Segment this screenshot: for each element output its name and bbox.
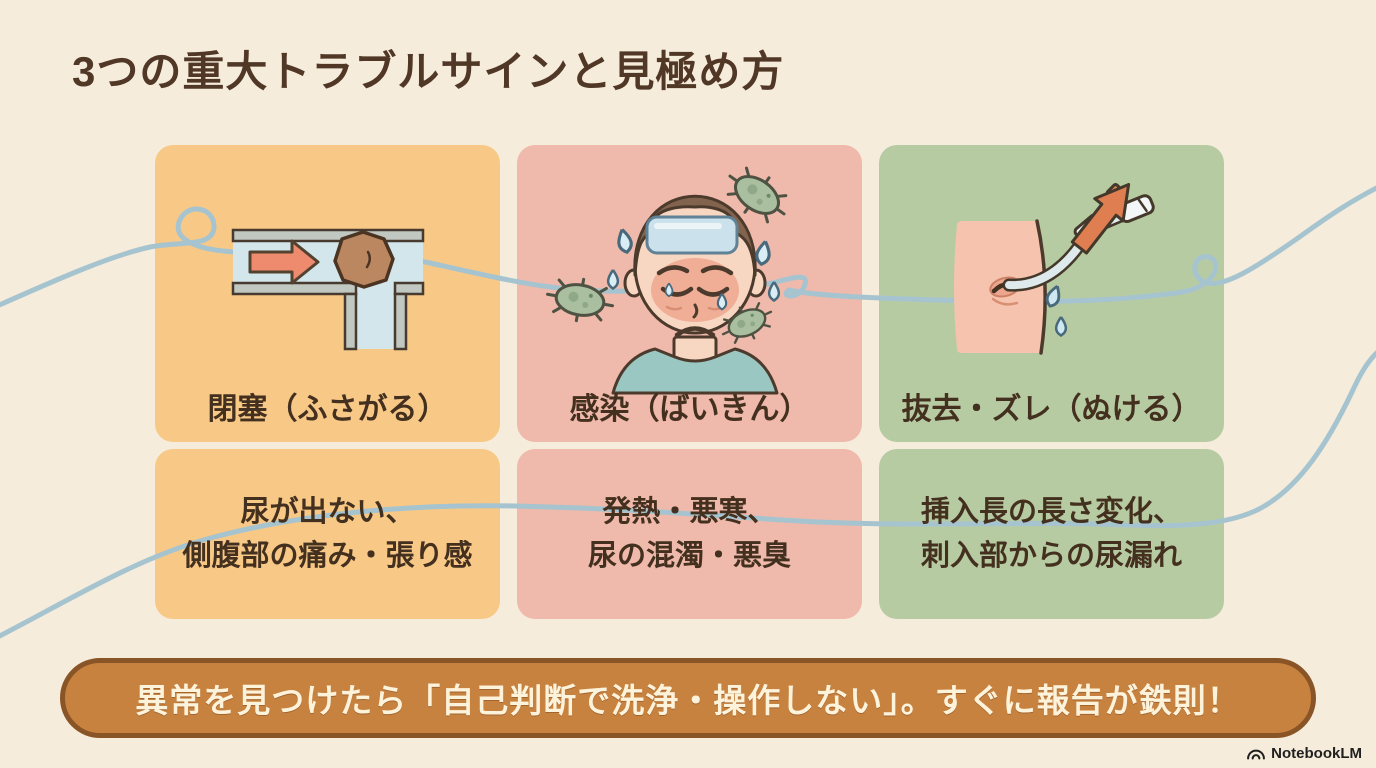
card-dislodgement-description: 挿入長の長さ変化、 刺入部からの尿漏れ <box>879 449 1224 619</box>
card-blockage-panel: 閉塞（ふさがる） <box>155 145 500 442</box>
description-line: 尿の混濁・悪臭 <box>587 540 791 572</box>
blocked-tube-icon <box>231 228 425 351</box>
description-line: 側腹部の痛み・張り感 <box>182 540 473 572</box>
warning-banner: 異常を見つけたら「自己判断で洗浄・操作しない」。すぐに報告が鉄則！ <box>60 658 1316 738</box>
card-blockage: 閉塞（ふさがる） 尿が出ない、 側腹部の痛み・張り感 <box>155 145 500 619</box>
warning-banner-text: 異常を見つけたら「自己判断で洗浄・操作しない」。すぐに報告が鉄則！ <box>135 682 1241 719</box>
description-line: 尿が出ない、 <box>240 496 415 528</box>
description-line: 発熱・悪寒、 <box>602 496 777 528</box>
card-infection-description: 発熱・悪寒、 尿の混濁・悪臭 <box>517 449 862 619</box>
card-infection-label: 感染（ばいきん） <box>569 393 810 426</box>
notebooklm-watermark-label: NotebookLM <box>1271 745 1362 762</box>
card-blockage-description: 尿が出ない、 側腹部の痛み・張り感 <box>155 449 500 619</box>
urine-drops-icon <box>1043 282 1068 337</box>
card-dislodgement-label: 抜去・ズレ（ぬける） <box>901 393 1202 426</box>
cooling-pad-icon <box>645 215 739 255</box>
notebooklm-watermark: NotebookLM <box>1246 745 1362 762</box>
fever-person-icon <box>542 157 798 395</box>
card-infection: 感染（ばいきん） 発熱・悪寒、 尿の混濁・悪臭 <box>517 145 862 619</box>
description-line: 挿入長の長さ変化、 <box>920 496 1182 528</box>
card-blockage-label: 閉塞（ふさがる） <box>207 393 448 426</box>
trouble-sign-cards: 閉塞（ふさがる） 尿が出ない、 側腹部の痛み・張り感 <box>155 145 1224 619</box>
description-line: 刺入部からの尿漏れ <box>920 540 1182 572</box>
card-dislodgement-panel: 抜去・ズレ（ぬける） <box>879 145 1224 442</box>
notebooklm-logo-icon <box>1247 749 1266 760</box>
page-title: 3つの重大トラブルサインと見極め方 <box>72 48 785 95</box>
catheter-pullout-icon <box>954 182 1155 355</box>
blockage-stone-icon <box>333 230 395 289</box>
card-infection-panel: 感染（ばいきん） <box>517 145 862 442</box>
card-dislodgement: 抜去・ズレ（ぬける） 挿入長の長さ変化、 刺入部からの尿漏れ <box>879 145 1224 619</box>
